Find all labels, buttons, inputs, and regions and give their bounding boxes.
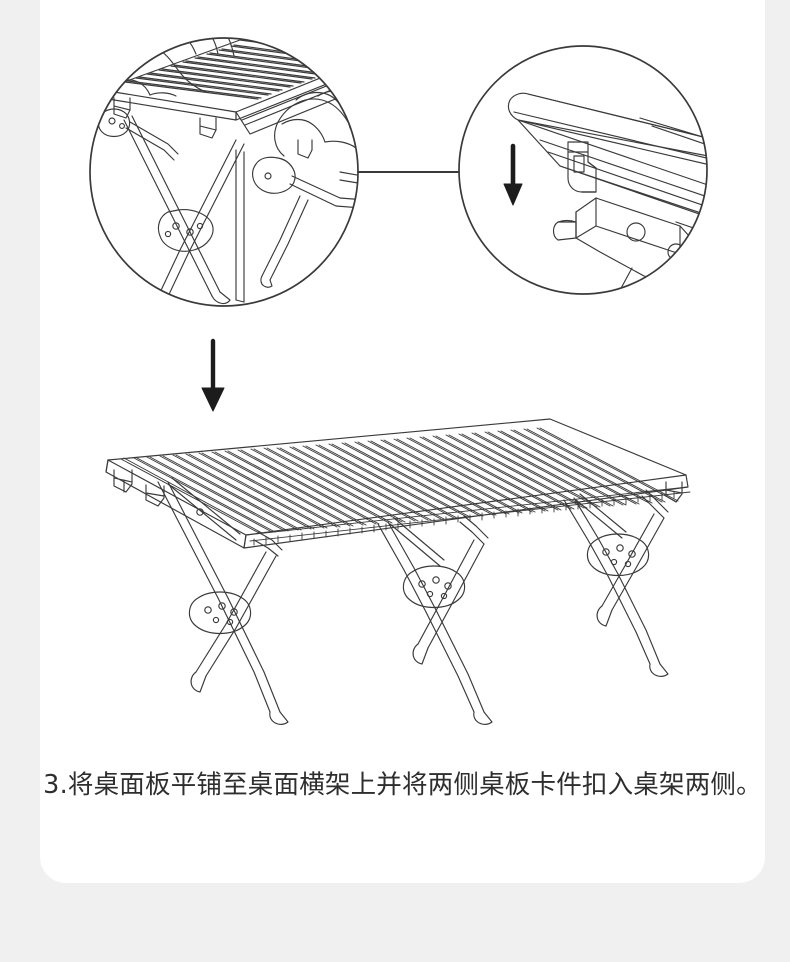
right-detail-circle bbox=[458, 45, 708, 295]
left-leg-hinge-plate bbox=[188, 591, 252, 635]
assembled-folding-table bbox=[105, 418, 691, 725]
left-upper-bracket bbox=[97, 108, 179, 161]
snap-direction-arrow bbox=[503, 143, 523, 206]
clip-tab bbox=[567, 141, 597, 193]
tabletop-clip-tabs bbox=[113, 97, 313, 159]
center-rail bbox=[235, 149, 245, 303]
leg-group-center bbox=[377, 515, 493, 725]
instruction-card: 3.将桌面板平铺至桌面横架上并将两侧桌板卡件扣入桌架两侧。 bbox=[40, 0, 765, 883]
frame-bracket bbox=[552, 197, 701, 294]
rear-rail bbox=[675, 221, 707, 263]
left-detail-circle bbox=[89, 37, 359, 307]
tabletop-front-rail bbox=[245, 486, 691, 546]
right-detail-content bbox=[507, 92, 707, 294]
right-leg-hinge-plate bbox=[586, 533, 650, 577]
right-detail-outline bbox=[458, 45, 708, 295]
step-caption: 3.将桌面板平铺至桌面横架上并将两侧桌板卡件扣入桌架两侧。 bbox=[43, 770, 762, 800]
leg-group-left bbox=[157, 477, 289, 725]
left-detail-content bbox=[97, 38, 358, 306]
left-hand-icon bbox=[104, 38, 235, 97]
leg-group-right bbox=[563, 481, 683, 677]
right-strut bbox=[339, 171, 358, 187]
assembly-illustration-svg bbox=[89, 37, 708, 725]
tabletop-edge-closeup bbox=[507, 92, 707, 229]
tabletop-being-placed bbox=[101, 39, 358, 135]
left-leg-assembly bbox=[123, 115, 245, 306]
left-end-clips bbox=[113, 469, 165, 507]
assembly-flow-arrow bbox=[201, 338, 225, 412]
center-leg-hinge-plate bbox=[402, 565, 466, 609]
assembly-illustration bbox=[40, 0, 765, 760]
tabletop-slats bbox=[120, 427, 679, 534]
